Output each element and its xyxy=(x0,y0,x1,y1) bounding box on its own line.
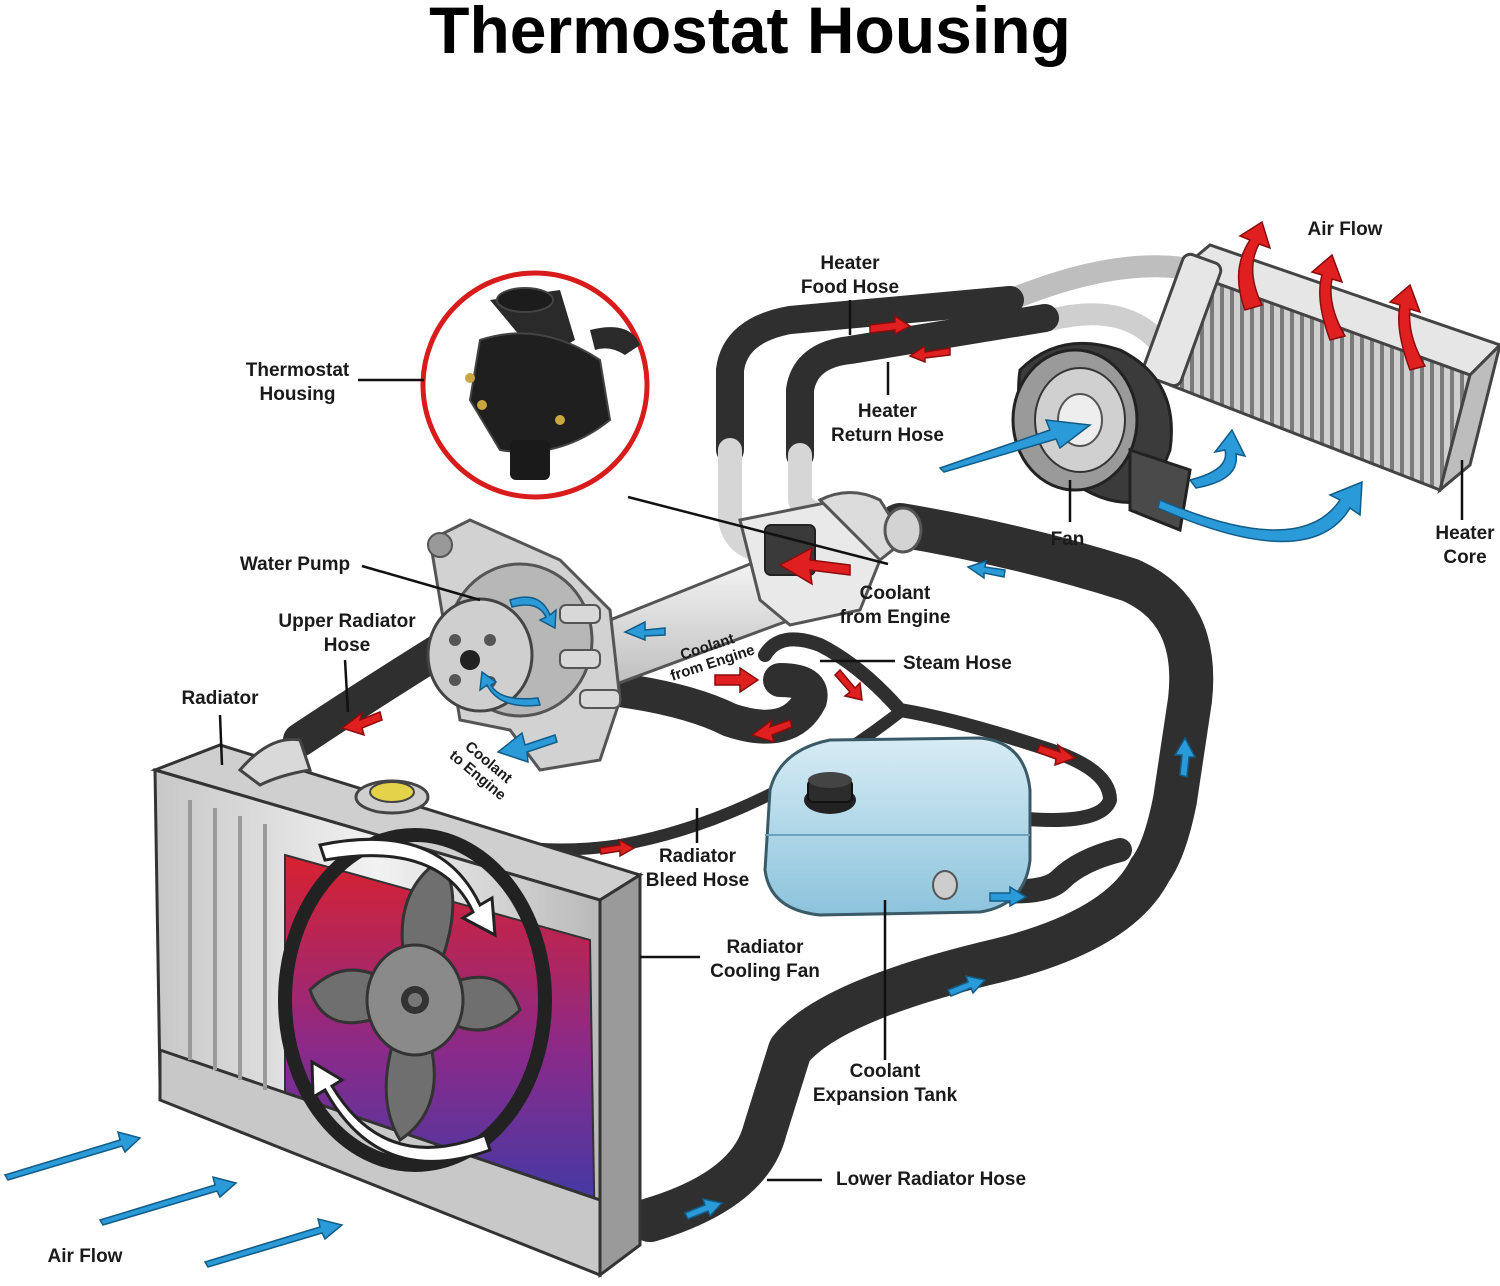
heater-silver-pipe-upper xyxy=(999,255,1206,311)
flow-arrow-hot xyxy=(1035,743,1077,767)
flow-arrow-hot xyxy=(869,314,912,336)
steam-hose xyxy=(758,632,1117,827)
air-flow-in-arrow xyxy=(203,1217,344,1268)
upper-radiator-hose xyxy=(283,633,457,757)
air-flow-in-arrow xyxy=(98,1175,238,1226)
air-flow-bottom-label: Air Flow xyxy=(47,1246,123,1267)
heater-food-hose xyxy=(716,286,1024,464)
blower-out-arrow xyxy=(1188,428,1247,489)
blower-out-arrow xyxy=(1157,480,1363,543)
thermostat-housing-label: Thermostat Housing xyxy=(245,360,350,405)
air-flow-up-arrow xyxy=(1388,283,1427,371)
hot-flow-arrows xyxy=(340,220,1427,858)
flow-arrow-cold xyxy=(683,1197,724,1220)
heater-food-hose-label: Heater Food Hose xyxy=(800,253,900,298)
fan-label: Fan xyxy=(1050,529,1085,550)
flow-arrow-hot xyxy=(908,344,951,364)
heater-return-hose xyxy=(786,304,1059,469)
leader-lines xyxy=(218,300,1464,1182)
flow-arrow-cold xyxy=(623,620,666,642)
upper-radiator-hose-label: Upper Radiator Hose xyxy=(278,611,416,656)
pump-rotation-arrow xyxy=(479,670,541,707)
coolant-from-engine-label: Coolant from Engine xyxy=(839,583,951,628)
heater-core-label: Heater Core xyxy=(1435,523,1495,568)
flow-arrow-cold xyxy=(946,974,987,997)
radiator-cooling-fan xyxy=(278,828,552,1172)
steam-hose-label: Steam Hose xyxy=(903,653,1012,674)
radiator-cooling-fan-label: Radiator Cooling Fan xyxy=(710,937,820,982)
lower-radiator-hose-label: Lower Radiator Hose xyxy=(836,1169,1027,1190)
cold-flow-arrows xyxy=(3,419,1363,1268)
fan-rotation-arrows xyxy=(310,837,497,1163)
heater-core xyxy=(1141,243,1500,495)
air-flow-top-label: Air Flow xyxy=(1307,219,1383,240)
radiator-bleed-hose-label: Radiator Bleed Hose xyxy=(645,846,750,891)
fan-rotation-arrow xyxy=(310,1059,492,1163)
coolant-expansion-tank-label: Coolant Expansion Tank xyxy=(812,1061,958,1106)
flow-arrow-hot xyxy=(599,838,636,858)
blower-intake-arrow xyxy=(938,419,1092,473)
heater-return-hose-label: Heater Return Hose xyxy=(831,401,944,446)
pump-rotation-arrow xyxy=(509,596,557,630)
fan-rotation-arrow xyxy=(318,837,497,938)
flow-arrow-hot xyxy=(750,718,793,744)
thermostat-callout xyxy=(420,270,889,566)
air-flow-up-arrow xyxy=(1310,253,1347,341)
air-flow-in-arrow xyxy=(3,1130,142,1181)
blower-fan xyxy=(1011,341,1192,533)
coolant-to-engine-arrow xyxy=(496,731,558,764)
flow-arrow-cold xyxy=(966,559,1006,580)
flow-arrow-hot xyxy=(340,710,383,737)
flow-arrow-cold xyxy=(1173,736,1197,778)
expansion-tank xyxy=(763,736,1032,917)
flow-arrow-hot xyxy=(833,668,863,701)
main-return-hose xyxy=(878,503,1214,892)
water-pump-label: Water Pump xyxy=(239,554,351,575)
page-title: Thermostat Housing xyxy=(429,0,1071,67)
lower-radiator-hose xyxy=(628,848,1172,1242)
pump-lower-hose xyxy=(603,663,828,744)
coolant-from-engine-big-arrow xyxy=(778,546,851,586)
flow-arrow-cold xyxy=(989,885,1028,908)
radiator-label: Radiator xyxy=(181,688,259,709)
air-flow-up-arrow xyxy=(1237,220,1272,311)
flow-arrow-hot xyxy=(714,666,760,694)
